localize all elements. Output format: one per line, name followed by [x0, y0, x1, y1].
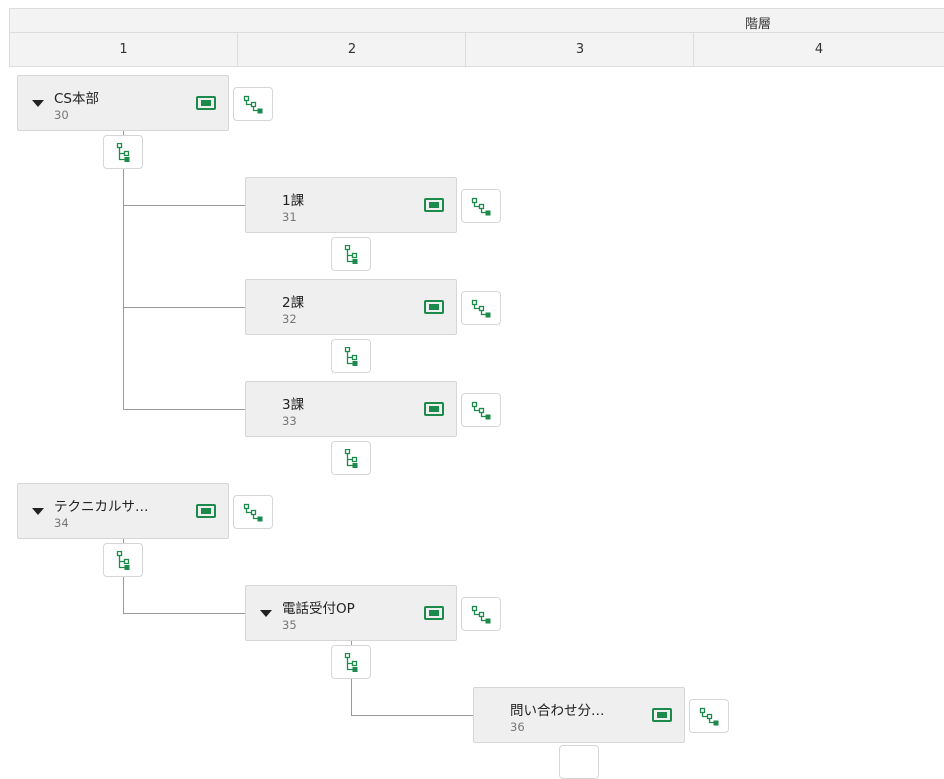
child-tree-icon: [344, 245, 358, 264]
card-icon[interactable]: [196, 504, 216, 518]
add-child-button[interactable]: [331, 441, 371, 475]
column-header-1: 1: [119, 42, 128, 57]
node-id: 36: [510, 720, 525, 734]
hierarchy-header-title: 階層: [745, 17, 772, 32]
caret-down-icon[interactable]: [260, 610, 272, 617]
child-tree-icon: [116, 551, 130, 570]
sibling-tree-icon: [471, 605, 491, 624]
add-child-button[interactable]: [559, 745, 599, 779]
add-child-button[interactable]: [331, 237, 371, 271]
node-id: 32: [282, 312, 297, 326]
connector-line: [123, 307, 246, 308]
sibling-tree-icon: [471, 299, 491, 318]
connector-line: [123, 409, 246, 410]
org-node[interactable]: 電話受付OP 35: [245, 585, 457, 641]
add-sibling-button[interactable]: [689, 699, 729, 733]
add-child-button[interactable]: [331, 645, 371, 679]
org-node[interactable]: 3課 33: [245, 381, 457, 437]
card-icon[interactable]: [424, 606, 444, 620]
org-node[interactable]: 1課 31: [245, 177, 457, 233]
node-name: CS本部: [54, 91, 99, 107]
org-node[interactable]: 問い合わせ分… 36: [473, 687, 685, 743]
child-tree-icon: [344, 653, 358, 672]
node-id: 31: [282, 210, 297, 224]
node-name: 2課: [282, 295, 305, 311]
sibling-tree-icon: [699, 707, 719, 726]
header-column-row: [9, 33, 944, 67]
node-id: 34: [54, 516, 69, 530]
add-sibling-button[interactable]: [461, 597, 501, 631]
caret-down-icon[interactable]: [32, 508, 44, 515]
add-sibling-button[interactable]: [233, 87, 273, 121]
node-name: 1課: [282, 193, 305, 209]
card-icon[interactable]: [652, 708, 672, 722]
node-id: 33: [282, 414, 297, 428]
card-icon[interactable]: [424, 402, 444, 416]
add-child-button[interactable]: [103, 543, 143, 577]
org-node[interactable]: 2課 32: [245, 279, 457, 335]
column-header-3: 3: [465, 33, 694, 67]
card-icon[interactable]: [424, 300, 444, 314]
node-name: 電話受付OP: [282, 601, 355, 617]
add-sibling-button[interactable]: [461, 393, 501, 427]
add-sibling-button[interactable]: [461, 291, 501, 325]
child-tree-icon: [116, 143, 130, 162]
add-child-button[interactable]: [331, 339, 371, 373]
sibling-tree-icon: [471, 401, 491, 420]
node-name: 3課: [282, 397, 305, 413]
sibling-tree-icon: [243, 503, 263, 522]
header-group-row: [9, 8, 944, 33]
column-header-2: 2: [237, 33, 466, 67]
card-icon[interactable]: [196, 96, 216, 110]
add-sibling-button[interactable]: [461, 189, 501, 223]
connector-line: [123, 205, 246, 206]
connector-line: [351, 715, 474, 716]
connector-line: [123, 131, 124, 410]
node-name: テクニカルサ…: [54, 499, 149, 515]
node-id: 30: [54, 108, 69, 122]
sibling-tree-icon: [243, 95, 263, 114]
connector-line: [123, 613, 246, 614]
node-name: 問い合わせ分…: [510, 703, 605, 719]
org-node[interactable]: CS本部 30: [17, 75, 229, 131]
child-tree-icon: [344, 347, 358, 366]
org-node[interactable]: テクニカルサ… 34: [17, 483, 229, 539]
add-child-button[interactable]: [103, 135, 143, 169]
caret-down-icon[interactable]: [32, 100, 44, 107]
sibling-tree-icon: [471, 197, 491, 216]
child-tree-icon: [344, 449, 358, 468]
node-id: 35: [282, 618, 297, 632]
card-icon[interactable]: [424, 198, 444, 212]
column-header-4: 4: [693, 33, 944, 67]
add-sibling-button[interactable]: [233, 495, 273, 529]
